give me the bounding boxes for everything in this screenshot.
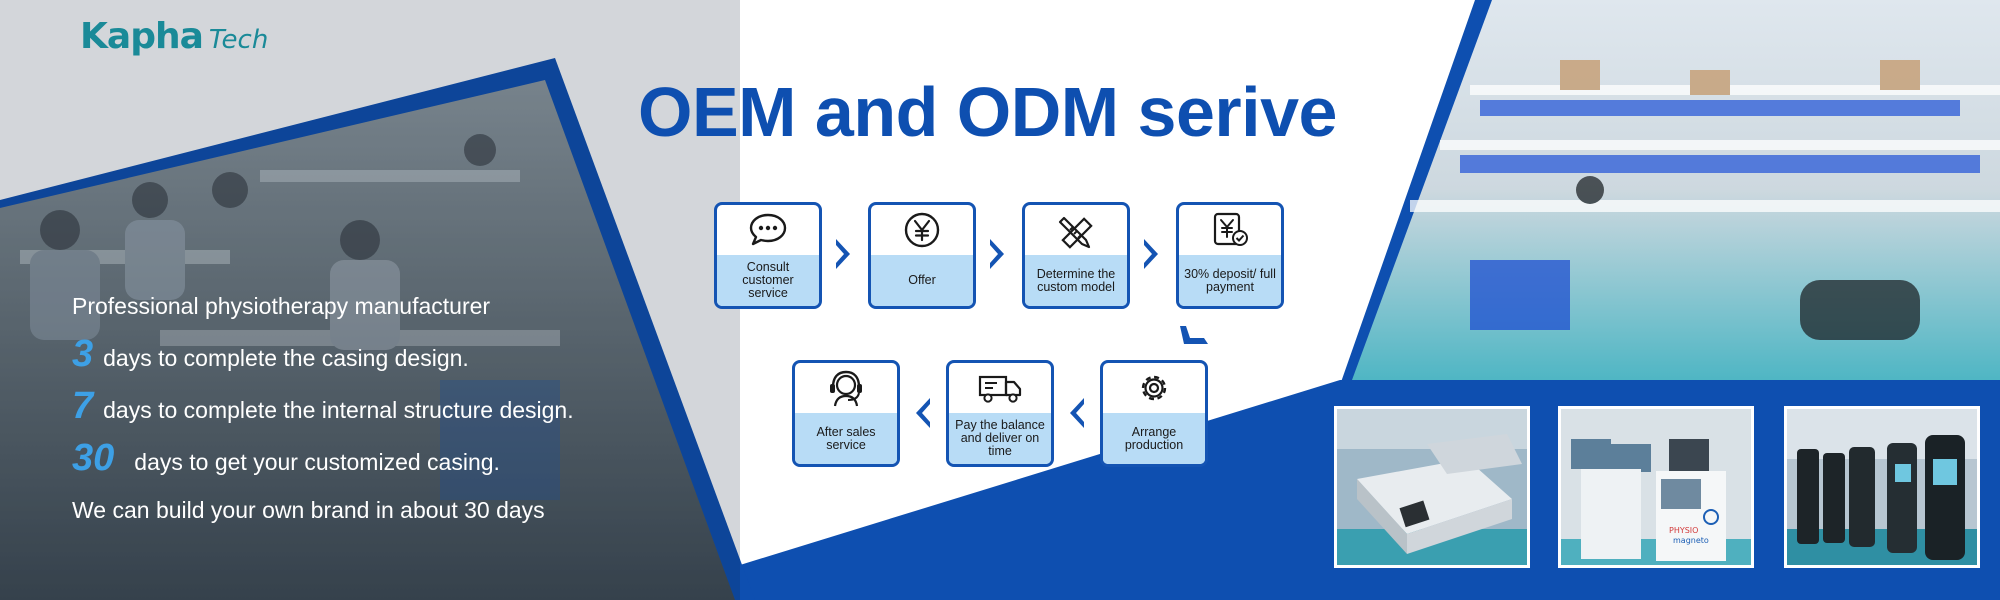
logo-sub-text: Tech <box>208 25 269 55</box>
truck-icon <box>978 375 1022 403</box>
yen-coin-icon <box>904 212 940 248</box>
device-photo-3 <box>1784 406 1980 568</box>
intro-item: 30 days to get your customized casing. <box>72 434 574 486</box>
process-step-pay-balance: Pay the balance and deliver on time <box>946 360 1054 467</box>
yen-check-icon <box>1213 212 1248 246</box>
brand-logo[interactable]: Kapha Tech <box>80 16 268 57</box>
process-step-label: Determine the custom model <box>1036 266 1116 294</box>
process-step-label: Offer <box>908 273 936 287</box>
pencil-ruler-icon <box>1058 216 1093 249</box>
svg-text:PHYSIO: PHYSIO <box>1669 526 1698 535</box>
intro-item-text: days to get your customized casing. <box>134 449 500 475</box>
intro-item-text: days to complete the casing design. <box>103 345 469 371</box>
process-step-consult: Consult customer service <box>714 202 822 309</box>
intro-item-number: 7 <box>72 385 94 427</box>
device-photo-1 <box>1334 406 1530 568</box>
process-step-label: Consult customer service <box>742 260 794 300</box>
page-title: OEM and ODM serive <box>638 73 1337 151</box>
chevron-left-icon <box>1070 398 1084 428</box>
process-step-production: Arrange production <box>1100 360 1208 467</box>
chat-bubble-icon <box>749 213 787 246</box>
process-step-label: After sales service <box>816 424 876 452</box>
process-step-deposit: 30% deposit/ full payment <box>1176 202 1284 309</box>
intro-item-number: 30 <box>72 437 115 479</box>
intro-line: Professional physiotherapy manufacturer <box>72 293 491 319</box>
process-step-determine-model: Determine the custom model <box>1022 202 1130 309</box>
intro-item: 3 days to complete the casing design. <box>72 330 574 382</box>
intro-closing: We can build your own brand in about 30 … <box>72 497 545 523</box>
chevron-right-icon <box>1144 239 1158 269</box>
headset-icon <box>830 370 862 407</box>
chevron-left-icon <box>916 398 930 428</box>
process-step-label: Arrange production <box>1124 424 1184 452</box>
chevron-down-left-icon <box>1180 326 1208 344</box>
intro-item-text: days to complete the internal structure … <box>103 397 574 423</box>
process-step-offer: Offer <box>868 202 976 309</box>
process-step-label: Pay the balance and deliver on time <box>955 418 1045 458</box>
intro-text-block: Professional physiotherapy manufacturer … <box>72 282 574 534</box>
process-step-after-sales: After sales service <box>792 360 900 467</box>
svg-text:magneto: magneto <box>1673 536 1709 545</box>
intro-item: 7 days to complete the internal structur… <box>72 382 574 434</box>
gear-icon <box>1141 375 1167 401</box>
chevron-right-icon <box>836 239 850 269</box>
logo-main-text: Kapha <box>80 16 204 57</box>
device-photo-2: PHYSIO magneto <box>1558 406 1754 568</box>
process-step-label: 30% deposit/ full payment <box>1184 266 1276 294</box>
intro-item-number: 3 <box>72 333 94 375</box>
chevron-right-icon <box>990 239 1004 269</box>
